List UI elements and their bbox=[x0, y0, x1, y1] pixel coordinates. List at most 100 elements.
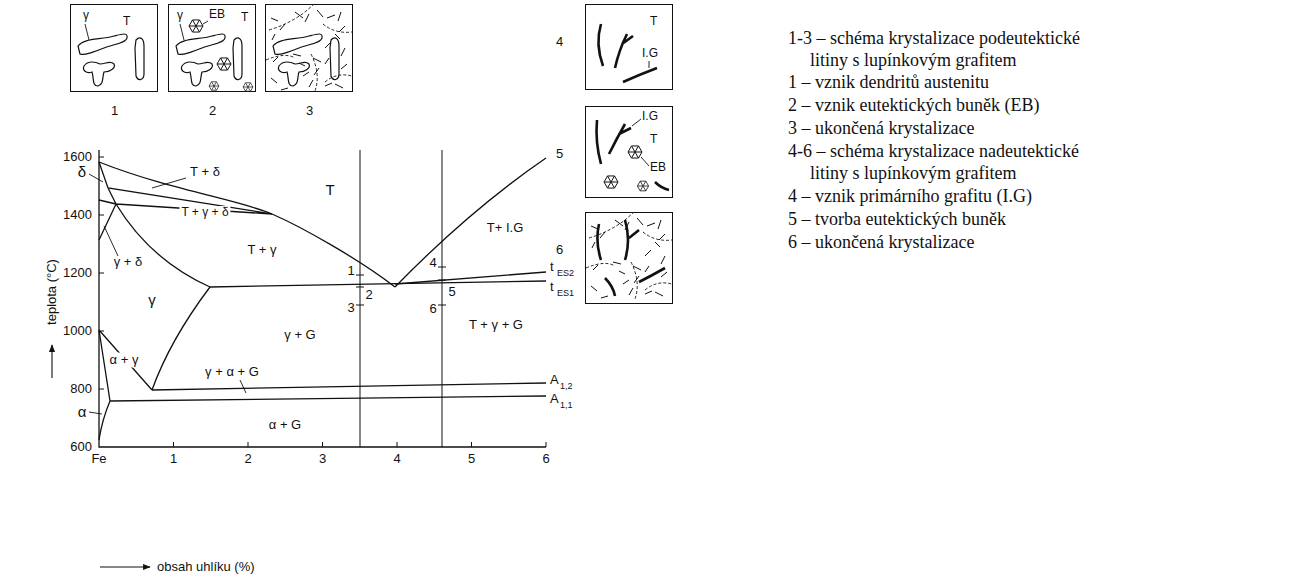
peritectic-lines bbox=[99, 162, 272, 240]
axis-tick-label: 6 bbox=[542, 452, 549, 467]
crystallization-scheme-box: γT1 bbox=[70, 4, 158, 92]
dendrite-drawing bbox=[273, 34, 339, 86]
phase-label: γ bbox=[83, 9, 89, 23]
phase-region-label: γ + α + G bbox=[205, 365, 259, 380]
eutectic-cell bbox=[209, 82, 219, 90]
dendrite-drawing bbox=[176, 34, 242, 86]
stage-number: 5 bbox=[556, 147, 563, 162]
crystallization-scheme-box: 3 bbox=[265, 4, 353, 92]
phase-label: T bbox=[123, 15, 130, 29]
axis-tick-label: 600 bbox=[70, 440, 92, 455]
liquidus-line bbox=[99, 162, 395, 287]
dendrite-drawing bbox=[78, 34, 144, 86]
axis-ticks bbox=[99, 157, 546, 447]
phase-label: EB bbox=[650, 161, 666, 175]
line-symbol: A bbox=[550, 392, 559, 407]
phase-region-label: α + γ bbox=[108, 353, 141, 368]
crystallization-scheme-box: 4TI.G bbox=[585, 4, 673, 90]
line-subscript: 1,1 bbox=[560, 400, 573, 410]
eutectic-cell bbox=[243, 83, 253, 91]
point-number: 5 bbox=[448, 285, 455, 300]
leader-line bbox=[180, 24, 184, 40]
axis-tick-label: 3 bbox=[319, 452, 326, 467]
eutectic-line-tes2 bbox=[395, 272, 546, 284]
key-text: 4-6 – schéma krystalizace nadeutektické … bbox=[788, 140, 1083, 184]
eutectic-cell bbox=[604, 176, 618, 188]
leader-line bbox=[85, 24, 89, 40]
a12-line bbox=[152, 383, 546, 390]
leader-line bbox=[649, 61, 650, 68]
crystallization-scheme-box: 6 bbox=[585, 212, 673, 304]
point-number: 2 bbox=[365, 288, 372, 303]
phase-region-label: T + γ bbox=[247, 243, 276, 258]
key-text: 4 – vznik primárního grafitu (I.G) bbox=[788, 185, 1032, 207]
graphite-liquidus-line bbox=[395, 158, 546, 287]
eutectic-cell bbox=[637, 181, 648, 191]
line-subscript: ES1 bbox=[557, 288, 574, 298]
point-number: 1 bbox=[347, 264, 354, 279]
phase-label: T bbox=[241, 11, 248, 25]
eutectic-cells-scheme bbox=[176, 20, 253, 91]
phase-region-label: T + δ bbox=[190, 165, 220, 180]
key-text: 6 – ukončená krystalizace bbox=[788, 231, 974, 253]
point-number: 6 bbox=[429, 302, 436, 317]
leader-line bbox=[203, 21, 208, 24]
stage-number: 2 bbox=[209, 104, 216, 119]
phase-region-label: T+ I.G bbox=[487, 221, 523, 236]
crystallization-scheme-box: 5I.GTEB bbox=[585, 106, 673, 198]
phase-region-label: T + γ + G bbox=[469, 318, 523, 333]
line-symbol: t bbox=[550, 280, 554, 295]
phase-label: I.G bbox=[642, 110, 658, 124]
axis-title: obsah uhlíku (%) bbox=[157, 560, 255, 575]
phase-label: T bbox=[650, 133, 657, 147]
graphite-flakes bbox=[586, 213, 672, 299]
key-text: 3 – ukončená krystalizace bbox=[788, 117, 974, 139]
leader-line bbox=[641, 157, 649, 166]
phase-label: T bbox=[650, 15, 657, 29]
line-symbol: t bbox=[550, 260, 554, 275]
axis-tick-label: 1000 bbox=[63, 324, 92, 339]
phase-label: I.G bbox=[642, 47, 658, 61]
phase-region-label: α bbox=[78, 403, 87, 420]
axis-tick-label: 1600 bbox=[63, 150, 92, 165]
phase-region-label: α + G bbox=[269, 418, 301, 433]
phase-region-label: γ + δ bbox=[114, 255, 143, 270]
phase-region-label: γ + G bbox=[284, 328, 315, 343]
phase-region-label: δ bbox=[78, 163, 86, 180]
graphite-flakes bbox=[266, 5, 352, 91]
phase-label: γ bbox=[177, 9, 183, 23]
graphite-flake bbox=[597, 220, 665, 296]
stage-number: 3 bbox=[306, 104, 313, 119]
axis-tick-label: Fe bbox=[91, 452, 106, 467]
key-text: 1 – vznik dendritů austenitu bbox=[788, 71, 989, 93]
finished-structure bbox=[266, 5, 352, 91]
phase-region-label: γ bbox=[148, 291, 156, 308]
key-text: 2 – vznik eutektických buněk (EB) bbox=[788, 94, 1039, 116]
key-text: 1-3 – schéma krystalizace podeutektické … bbox=[788, 27, 1084, 71]
axis-tick-label: 1 bbox=[170, 452, 177, 467]
graphite-flake bbox=[597, 120, 670, 190]
eutectic-cells-scheme bbox=[597, 119, 670, 191]
stage-number: 6 bbox=[556, 243, 563, 258]
eutectic-cell bbox=[217, 58, 231, 70]
point-marks bbox=[356, 267, 446, 305]
key-text: 5 – tvorba eutektických buněk bbox=[788, 208, 1006, 230]
phase-label: EB bbox=[209, 8, 225, 22]
axis-title: teplota (°C) bbox=[45, 259, 60, 325]
eutectic-cell bbox=[628, 146, 642, 158]
austenite-dendrites bbox=[78, 24, 144, 86]
axes bbox=[99, 150, 546, 447]
axis-tick-label: 2 bbox=[244, 452, 251, 467]
axis-arrow bbox=[51, 345, 52, 378]
eutectic-cell bbox=[189, 20, 203, 32]
point-number: 3 bbox=[347, 301, 354, 316]
finished-structure bbox=[586, 213, 672, 299]
crystallization-scheme-box: γEBT2 bbox=[168, 4, 256, 92]
leader-line bbox=[632, 119, 641, 126]
axis-arrow bbox=[100, 566, 150, 567]
eutectic-line-tes1 bbox=[210, 281, 546, 287]
axis-tick-label: 1400 bbox=[63, 208, 92, 223]
